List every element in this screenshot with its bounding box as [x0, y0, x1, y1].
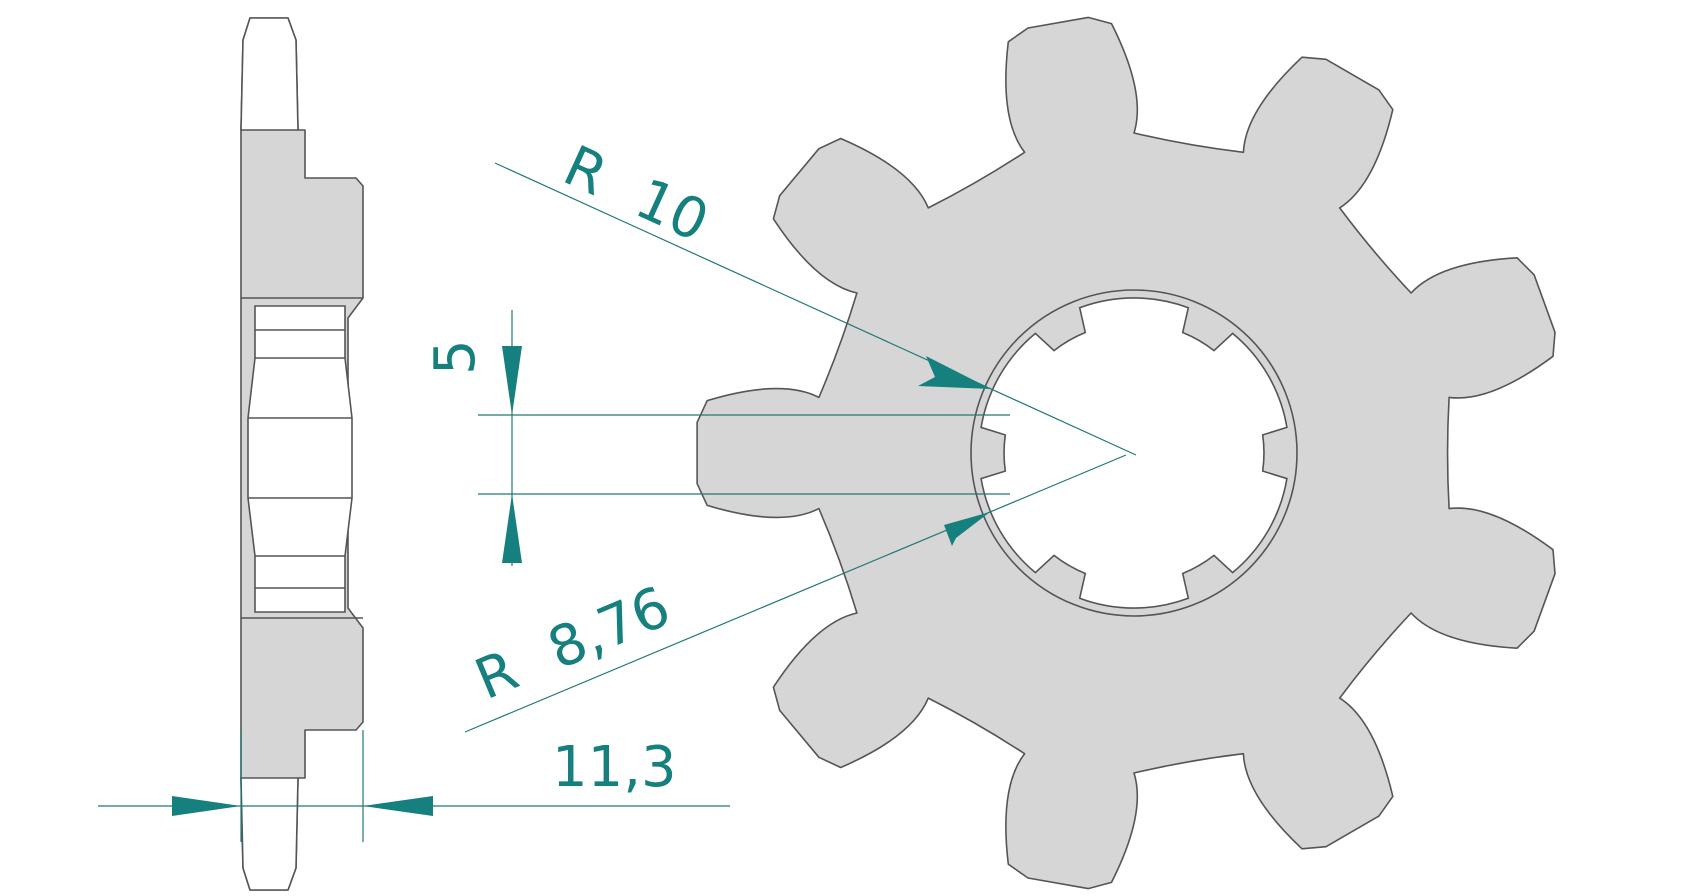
side-view-tooth-tip-top	[240, 17, 299, 131]
sprocket-spline-hole	[980, 297, 1288, 609]
radius-876-leader	[464, 454, 1127, 733]
side-view-tooth-tip-bottom	[240, 777, 299, 891]
spline-width-label: 5	[423, 339, 488, 375]
thickness-arrow-left	[172, 796, 241, 816]
side-view-bore	[247, 305, 353, 613]
thickness-arrow-right	[363, 796, 433, 816]
spline-width-arrow-top	[502, 346, 522, 415]
radius-10-arrow	[918, 356, 991, 389]
radius-10-leader	[494, 162, 1137, 456]
spline-width-arrow-bottom	[502, 494, 522, 563]
sprocket-bore-circle	[970, 289, 1298, 617]
sprocket-side-view	[240, 17, 364, 891]
thickness-label: 11,3	[552, 735, 677, 800]
sprocket-front-view	[696, 16, 1556, 890]
radius-876-arrow	[944, 512, 990, 546]
